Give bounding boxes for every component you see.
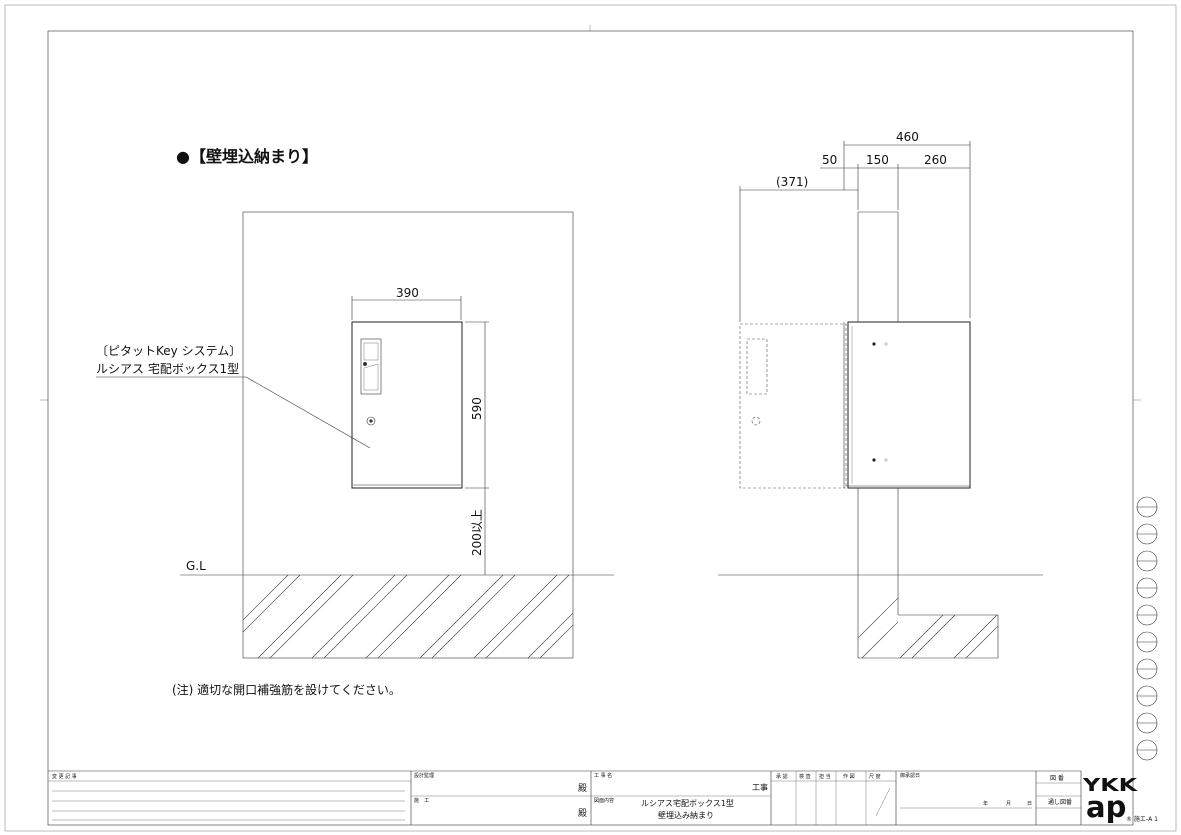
content-label: 図面内容 [594,797,614,804]
stamp-inspect: 検 査 [799,773,811,780]
outer-frame [4,4,1177,832]
delivery-box-front [351,321,463,489]
callout-system: 〔ピタットKey システム〕 [96,344,241,358]
lock-icon [366,416,376,426]
drawing-heading: ●【壁埋込納まり】 [176,147,318,166]
honorific-1: 殿 [578,783,587,794]
logo-ap: ap [1086,790,1126,824]
wall-opening [242,211,574,659]
dim-260: 260 [924,153,947,167]
dim-ground-200: 200以上 [470,509,484,556]
construction-label: 施 工 [414,797,429,804]
door-open-outline [739,323,847,489]
dim-door-371: (371) [776,175,808,189]
change-record-label: 変 更 記 事 [52,773,77,780]
display-panel-icon [360,338,382,395]
date-day: 日 [1027,801,1032,807]
stamp-approve: 承 認 [776,773,788,780]
stamp-draw: 作 図 [843,773,855,780]
honorific-2: 殿 [578,808,587,819]
content-line2: 壁埋込み納まり [658,810,714,820]
dim-height-590: 590 [470,397,484,420]
dim-50: 50 [822,153,837,167]
title-block: 変 更 記 事 設計監理 殿 施 工 殿 工 事 名 工事 図面内容 ルシアス宅… [48,770,1158,825]
stamp-scale: 尺 度 [869,773,881,780]
approval-date-label: 御承認日 [900,772,920,779]
front-view: G.L 390 590 200以上 〔ピタットKey システム [96,211,614,697]
note-text: (注) 適切な開口補強筋を設けてください。 [172,682,401,697]
project-name-label: 工 事 名 [594,772,612,779]
serial-number-label: 通し図番 [1048,798,1072,806]
stamp-charge: 担 当 [819,773,831,780]
date-month: 月 [1006,801,1011,807]
content-line1: ルシアス宅配ボックス1型 [641,798,734,808]
logo-ykk: YKK [1082,775,1139,796]
date-year: 年 [983,800,988,807]
callout-product: ルシアス 宅配ボックス1型 [96,361,239,376]
project-suffix: 工事 [752,782,768,792]
dim-width-390: 390 [396,286,419,300]
inner-frame [47,30,1134,826]
revision-circles [1136,496,1158,761]
side-view: 460 50 150 260 (371) [718,130,1043,659]
design-supervision-label: 設計監理 [414,772,434,779]
sheet-code: ® 施エ-A 1 [1126,815,1158,823]
dim-total-460: 460 [896,130,919,144]
delivery-box-side [847,321,971,489]
ground-hatch [243,575,573,658]
keypad-icon [363,362,367,366]
dim-150: 150 [866,153,889,167]
drawing-number-label: 図 番 [1050,775,1064,782]
ground-label: G.L [186,559,206,573]
